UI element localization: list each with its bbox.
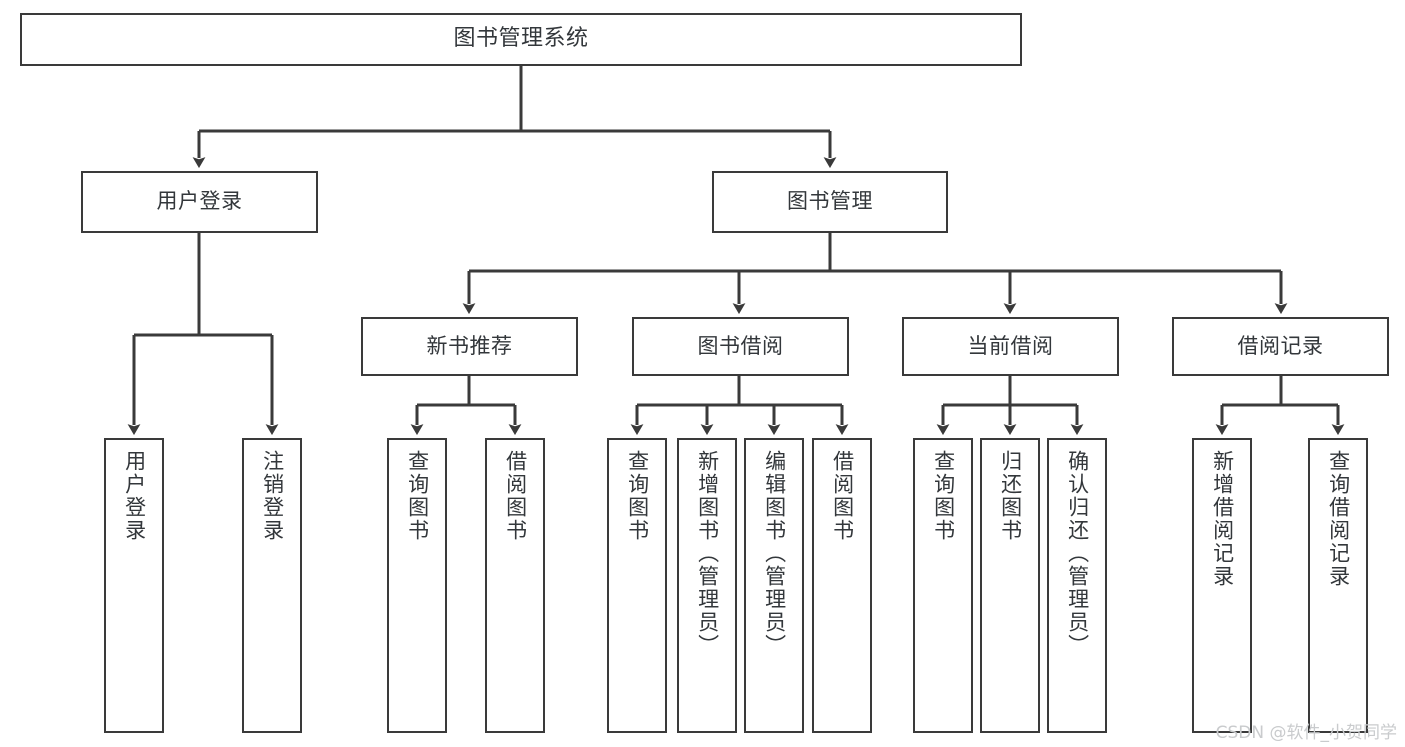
leaf-query-book-current[interactable]: 查询图书: [913, 438, 973, 733]
node-current-borrow[interactable]: 当前借阅: [902, 317, 1119, 376]
node-label: 图书管理: [787, 189, 873, 214]
node-label: 确认归还（管理员）: [1065, 450, 1090, 657]
leaf-query-book-borrow[interactable]: 查询图书: [607, 438, 667, 733]
leaf-borrow-book[interactable]: 借阅图书: [812, 438, 872, 733]
leaf-borrow-book-recommend[interactable]: 借阅图书: [485, 438, 545, 733]
node-label: 图书管理系统: [453, 26, 589, 52]
node-label: 查询图书: [625, 450, 650, 542]
node-label: 当前借阅: [967, 333, 1054, 358]
leaf-query-borrow-record[interactable]: 查询借阅记录: [1308, 438, 1368, 733]
node-label: 新增借阅记录: [1210, 450, 1235, 588]
node-label: 查询图书: [405, 450, 430, 542]
node-label: 查询图书: [931, 450, 956, 542]
node-label: 新书推荐: [426, 333, 513, 358]
node-label: 借阅记录: [1237, 333, 1324, 358]
node-label: 新增图书（管理员）: [695, 450, 720, 657]
leaf-edit-book-admin[interactable]: 编辑图书（管理员）: [744, 438, 804, 733]
node-book-management[interactable]: 图书管理: [712, 171, 948, 233]
node-user-login[interactable]: 用户登录: [81, 171, 318, 233]
node-book-borrow[interactable]: 图书借阅: [632, 317, 849, 376]
node-label: 注销登录: [260, 450, 285, 542]
node-label: 借阅图书: [830, 450, 855, 542]
leaf-query-book-recommend[interactable]: 查询图书: [387, 438, 447, 733]
node-label: 用户登录: [156, 189, 243, 214]
leaf-add-book-admin[interactable]: 新增图书（管理员）: [677, 438, 737, 733]
watermark: CSDN @软件_小贺同学: [1215, 723, 1397, 743]
node-label: 用户登录: [122, 450, 147, 542]
node-borrow-record[interactable]: 借阅记录: [1172, 317, 1389, 376]
leaf-logout[interactable]: 注销登录: [242, 438, 302, 733]
node-label: 借阅图书: [503, 450, 528, 542]
node-label: 编辑图书（管理员）: [762, 450, 787, 657]
node-new-book-recommend[interactable]: 新书推荐: [361, 317, 578, 376]
node-label: 查询借阅记录: [1326, 450, 1351, 588]
node-root-system[interactable]: 图书管理系统: [20, 13, 1022, 66]
leaf-confirm-return-admin[interactable]: 确认归还（管理员）: [1047, 438, 1107, 733]
node-label: 归还图书: [998, 450, 1023, 542]
leaf-add-borrow-record[interactable]: 新增借阅记录: [1192, 438, 1252, 733]
node-label: 图书借阅: [697, 333, 784, 358]
leaf-return-book[interactable]: 归还图书: [980, 438, 1040, 733]
leaf-user-login[interactable]: 用户登录: [104, 438, 164, 733]
